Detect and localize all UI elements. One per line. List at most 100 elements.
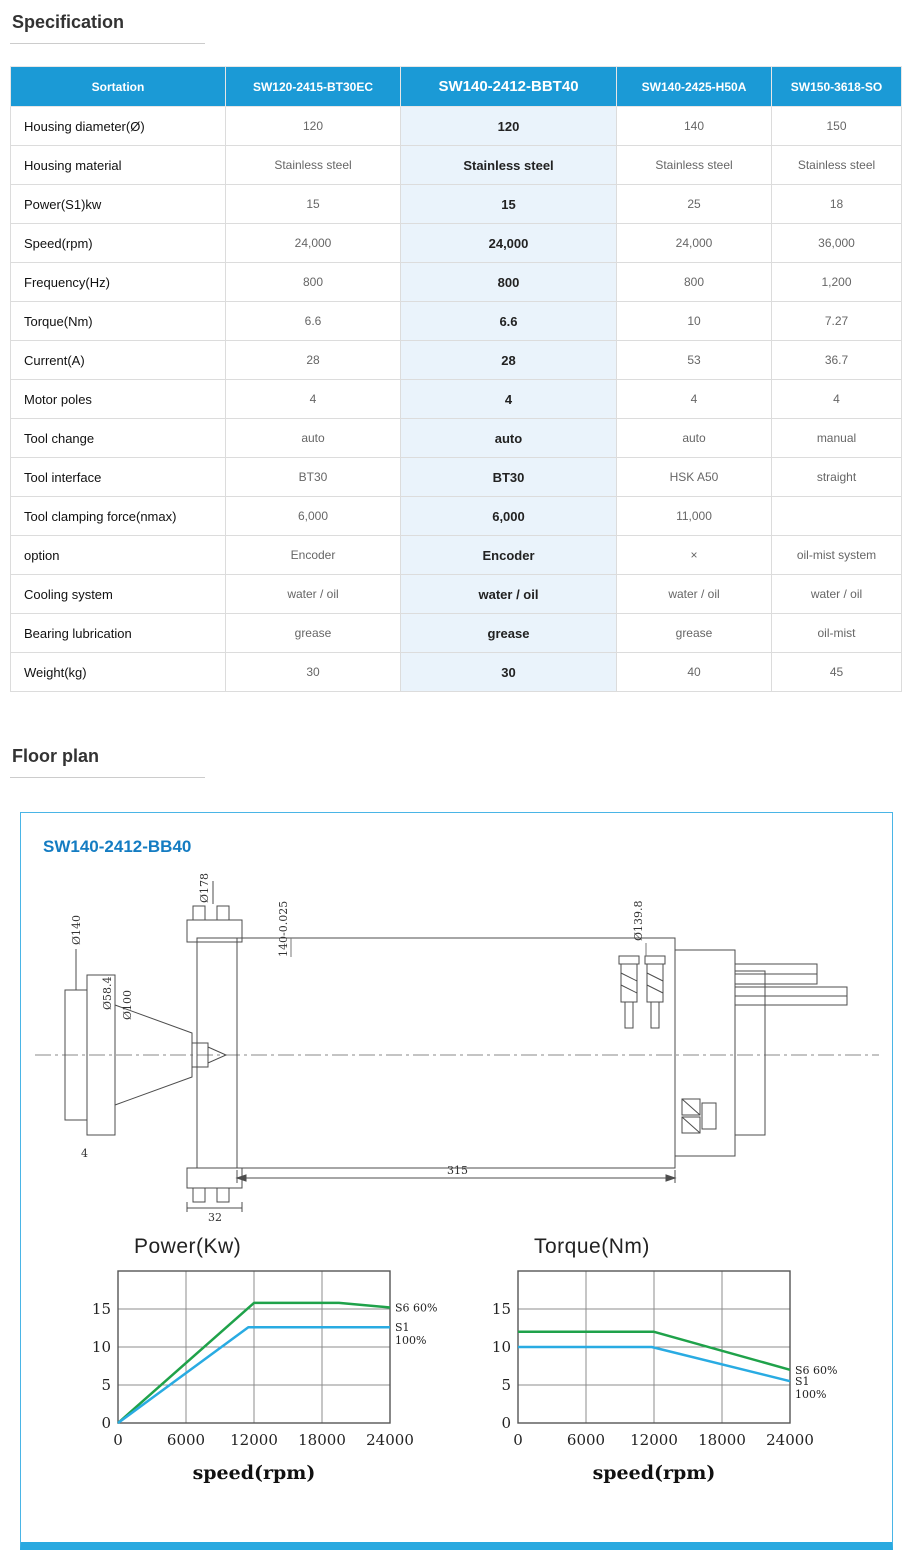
table-cell: × bbox=[616, 535, 772, 575]
table-cell: 40 bbox=[616, 652, 772, 692]
table-cell: Stainless steel bbox=[400, 145, 617, 185]
x-axis-label: speed(rpm) bbox=[593, 1462, 716, 1484]
x-tick-label: 0 bbox=[113, 1431, 123, 1449]
table-cell: Stainless steel bbox=[616, 145, 772, 185]
table-cell: 36.7 bbox=[771, 340, 902, 380]
table-cell: oil-mist bbox=[771, 613, 902, 653]
table-cell: straight bbox=[771, 457, 902, 497]
table-cell: 28 bbox=[225, 340, 401, 380]
row-label: Speed(rpm) bbox=[10, 223, 226, 263]
table-cell: 4 bbox=[400, 379, 617, 419]
table-cell: 28 bbox=[400, 340, 617, 380]
floorplan-heading: Floor plan bbox=[10, 740, 205, 778]
dim-label-140-tolerance: 140-0.025 bbox=[277, 901, 290, 957]
table-cell: Encoder bbox=[400, 535, 617, 575]
series-label: S6 60% bbox=[395, 1301, 437, 1314]
table-cell: 120 bbox=[400, 106, 617, 146]
table-cell: 18 bbox=[771, 184, 902, 224]
floorplan-box: SW140-2412-BB40 bbox=[20, 812, 893, 1550]
row-label: Motor poles bbox=[10, 379, 226, 419]
table-cell: 4 bbox=[616, 379, 772, 419]
spindle-technical-drawing: Ø140 Ø178 140-0.025 Ø139.8 Ø58.4 Ø100 4 … bbox=[34, 873, 879, 1224]
floorplan-model-title: SW140-2412-BB40 bbox=[43, 837, 192, 856]
table-cell: 6.6 bbox=[225, 301, 401, 341]
row-label: option bbox=[10, 535, 226, 575]
spec-table: Sortation SW120-2415-BT30EC SW140-2412-B… bbox=[10, 66, 902, 692]
dim-label-dia100: Ø100 bbox=[121, 990, 134, 1020]
y-tick-label: 0 bbox=[501, 1414, 511, 1432]
row-label: Frequency(Hz) bbox=[10, 262, 226, 302]
row-label: Current(A) bbox=[10, 340, 226, 380]
table-cell: Stainless steel bbox=[771, 145, 902, 185]
table-cell: auto bbox=[225, 418, 401, 458]
plot-border bbox=[117, 1270, 391, 1424]
chart-grid bbox=[118, 1271, 390, 1423]
row-label: Power(S1)kw bbox=[10, 184, 226, 224]
row-label: Tool interface bbox=[10, 457, 226, 497]
row-label: Torque(Nm) bbox=[10, 301, 226, 341]
spindle-outline bbox=[34, 881, 879, 1212]
y-tick-label: 0 bbox=[101, 1414, 111, 1432]
x-tick-label: 18000 bbox=[298, 1431, 346, 1449]
table-cell bbox=[771, 496, 902, 536]
series-line-1 bbox=[518, 1345, 791, 1383]
table-cell: 6,000 bbox=[400, 496, 617, 536]
y-tick-label: 10 bbox=[492, 1338, 511, 1356]
table-cell: 15 bbox=[400, 184, 617, 224]
table-cell: HSK A50 bbox=[616, 457, 772, 497]
table-cell: 7.27 bbox=[771, 301, 902, 341]
x-axis-label: speed(rpm) bbox=[193, 1462, 316, 1484]
row-label: Housing diameter(Ø) bbox=[10, 106, 226, 146]
y-tick-label: 10 bbox=[92, 1338, 111, 1356]
series-label: 100% bbox=[795, 1388, 826, 1401]
x-tick-label: 24000 bbox=[766, 1431, 814, 1449]
dim-label-32: 32 bbox=[208, 1211, 222, 1224]
header-model-2-highlight: SW140-2412-BBT40 bbox=[400, 66, 617, 107]
torque-chart-title: Torque(Nm) bbox=[534, 1235, 650, 1258]
series-line-0 bbox=[518, 1330, 791, 1372]
row-label: Bearing lubrication bbox=[10, 613, 226, 653]
row-label: Weight(kg) bbox=[10, 652, 226, 692]
table-cell: 150 bbox=[771, 106, 902, 146]
y-tick-label: 5 bbox=[501, 1376, 511, 1394]
header-sortation: Sortation bbox=[10, 66, 226, 107]
table-cell: 30 bbox=[225, 652, 401, 692]
x-tick-label: 24000 bbox=[366, 1431, 414, 1449]
table-cell: 15 bbox=[225, 184, 401, 224]
table-cell: 25 bbox=[616, 184, 772, 224]
dim-label-dia140: Ø140 bbox=[70, 915, 83, 945]
series-label: S1 bbox=[395, 1321, 410, 1334]
table-cell: 800 bbox=[400, 262, 617, 302]
series-label: S6 60% bbox=[795, 1364, 837, 1377]
table-cell: BT30 bbox=[225, 457, 401, 497]
x-tick-label: 12000 bbox=[230, 1431, 278, 1449]
x-tick-label: 12000 bbox=[630, 1431, 678, 1449]
dim-label-315: 315 bbox=[447, 1164, 468, 1177]
table-cell: 140 bbox=[616, 106, 772, 146]
table-cell: 800 bbox=[225, 262, 401, 302]
table-cell: water / oil bbox=[616, 574, 772, 614]
series-line-1 bbox=[117, 1325, 390, 1425]
table-cell: 30 bbox=[400, 652, 617, 692]
row-label: Tool clamping force(nmax) bbox=[10, 496, 226, 536]
table-cell: 4 bbox=[225, 379, 401, 419]
table-cell: auto bbox=[400, 418, 617, 458]
table-cell: grease bbox=[616, 613, 772, 653]
table-cell: water / oil bbox=[771, 574, 902, 614]
y-tick-label: 15 bbox=[492, 1300, 511, 1318]
